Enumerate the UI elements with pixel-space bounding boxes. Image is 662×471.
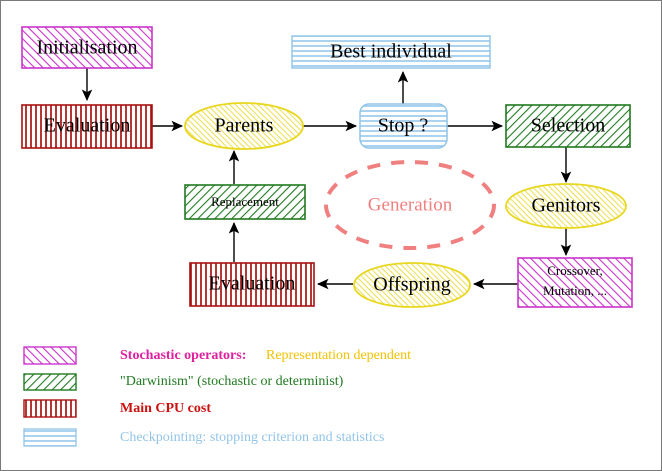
legend-label-representation-dependent: Representation dependent bbox=[266, 348, 411, 363]
node-best-individual[interactable]: Best individual bbox=[291, 35, 491, 69]
node-best-individual-label: Best individual bbox=[330, 41, 452, 63]
legend-item-cpu-cost: Main CPU cost bbox=[23, 399, 211, 418]
node-evaluation-top[interactable]: Evaluation bbox=[21, 104, 153, 149]
node-selection-label: Selection bbox=[531, 115, 605, 137]
node-replacement-label: Replacement bbox=[211, 194, 279, 209]
node-stop-label: Stop ? bbox=[378, 115, 429, 137]
node-offspring[interactable]: Offspring bbox=[353, 262, 471, 308]
legend-item-darwinism: "Darwinism" (stochastic or determinist) bbox=[23, 373, 344, 391]
node-crossover-mutation[interactable]: Crossover, Mutation, ... bbox=[517, 257, 633, 308]
node-evaluation-bottom-label: Evaluation bbox=[209, 273, 296, 295]
node-initialisation-label: Initialisation bbox=[36, 37, 137, 59]
node-stop[interactable]: Stop ? bbox=[359, 103, 448, 149]
node-selection[interactable]: Selection bbox=[505, 104, 631, 148]
legend-item-stochastic: Stochastic operators: Representation dep… bbox=[23, 346, 411, 365]
node-offspring-label: Offspring bbox=[373, 274, 450, 296]
legend-swatch-darwinism bbox=[23, 373, 77, 391]
legend-label-cpu-cost: Main CPU cost bbox=[120, 401, 211, 416]
legend-label-checkpointing: Checkpointing: stopping criterion and st… bbox=[120, 430, 384, 445]
node-generation-label: Generation bbox=[368, 194, 453, 215]
legend: Stochastic operators: Representation dep… bbox=[23, 346, 411, 447]
node-parents[interactable]: Parents bbox=[184, 102, 304, 150]
node-generation-region: Generation bbox=[324, 160, 496, 250]
legend-label-darwinism: "Darwinism" (stochastic or determinist) bbox=[120, 374, 344, 389]
node-replacement[interactable]: Replacement bbox=[184, 184, 306, 220]
node-crossover-label-line1: Crossover, bbox=[547, 263, 602, 278]
edges bbox=[81, 68, 572, 290]
legend-swatch-checkpointing bbox=[23, 428, 77, 447]
node-evaluation-bottom[interactable]: Evaluation bbox=[189, 262, 315, 307]
node-genitors[interactable]: Genitors bbox=[505, 183, 627, 229]
legend-item-checkpointing: Checkpointing: stopping criterion and st… bbox=[23, 428, 384, 447]
node-crossover-label-line2: Mutation, ... bbox=[543, 283, 607, 298]
node-parents-label: Parents bbox=[215, 115, 274, 137]
node-evaluation-top-label: Evaluation bbox=[44, 115, 131, 137]
legend-swatch-cpu-cost bbox=[23, 399, 77, 418]
legend-label-stochastic: Stochastic operators: bbox=[120, 348, 246, 363]
node-genitors-label: Genitors bbox=[532, 195, 601, 217]
node-initialisation[interactable]: Initialisation bbox=[21, 26, 153, 69]
legend-swatch-stochastic bbox=[23, 346, 77, 365]
